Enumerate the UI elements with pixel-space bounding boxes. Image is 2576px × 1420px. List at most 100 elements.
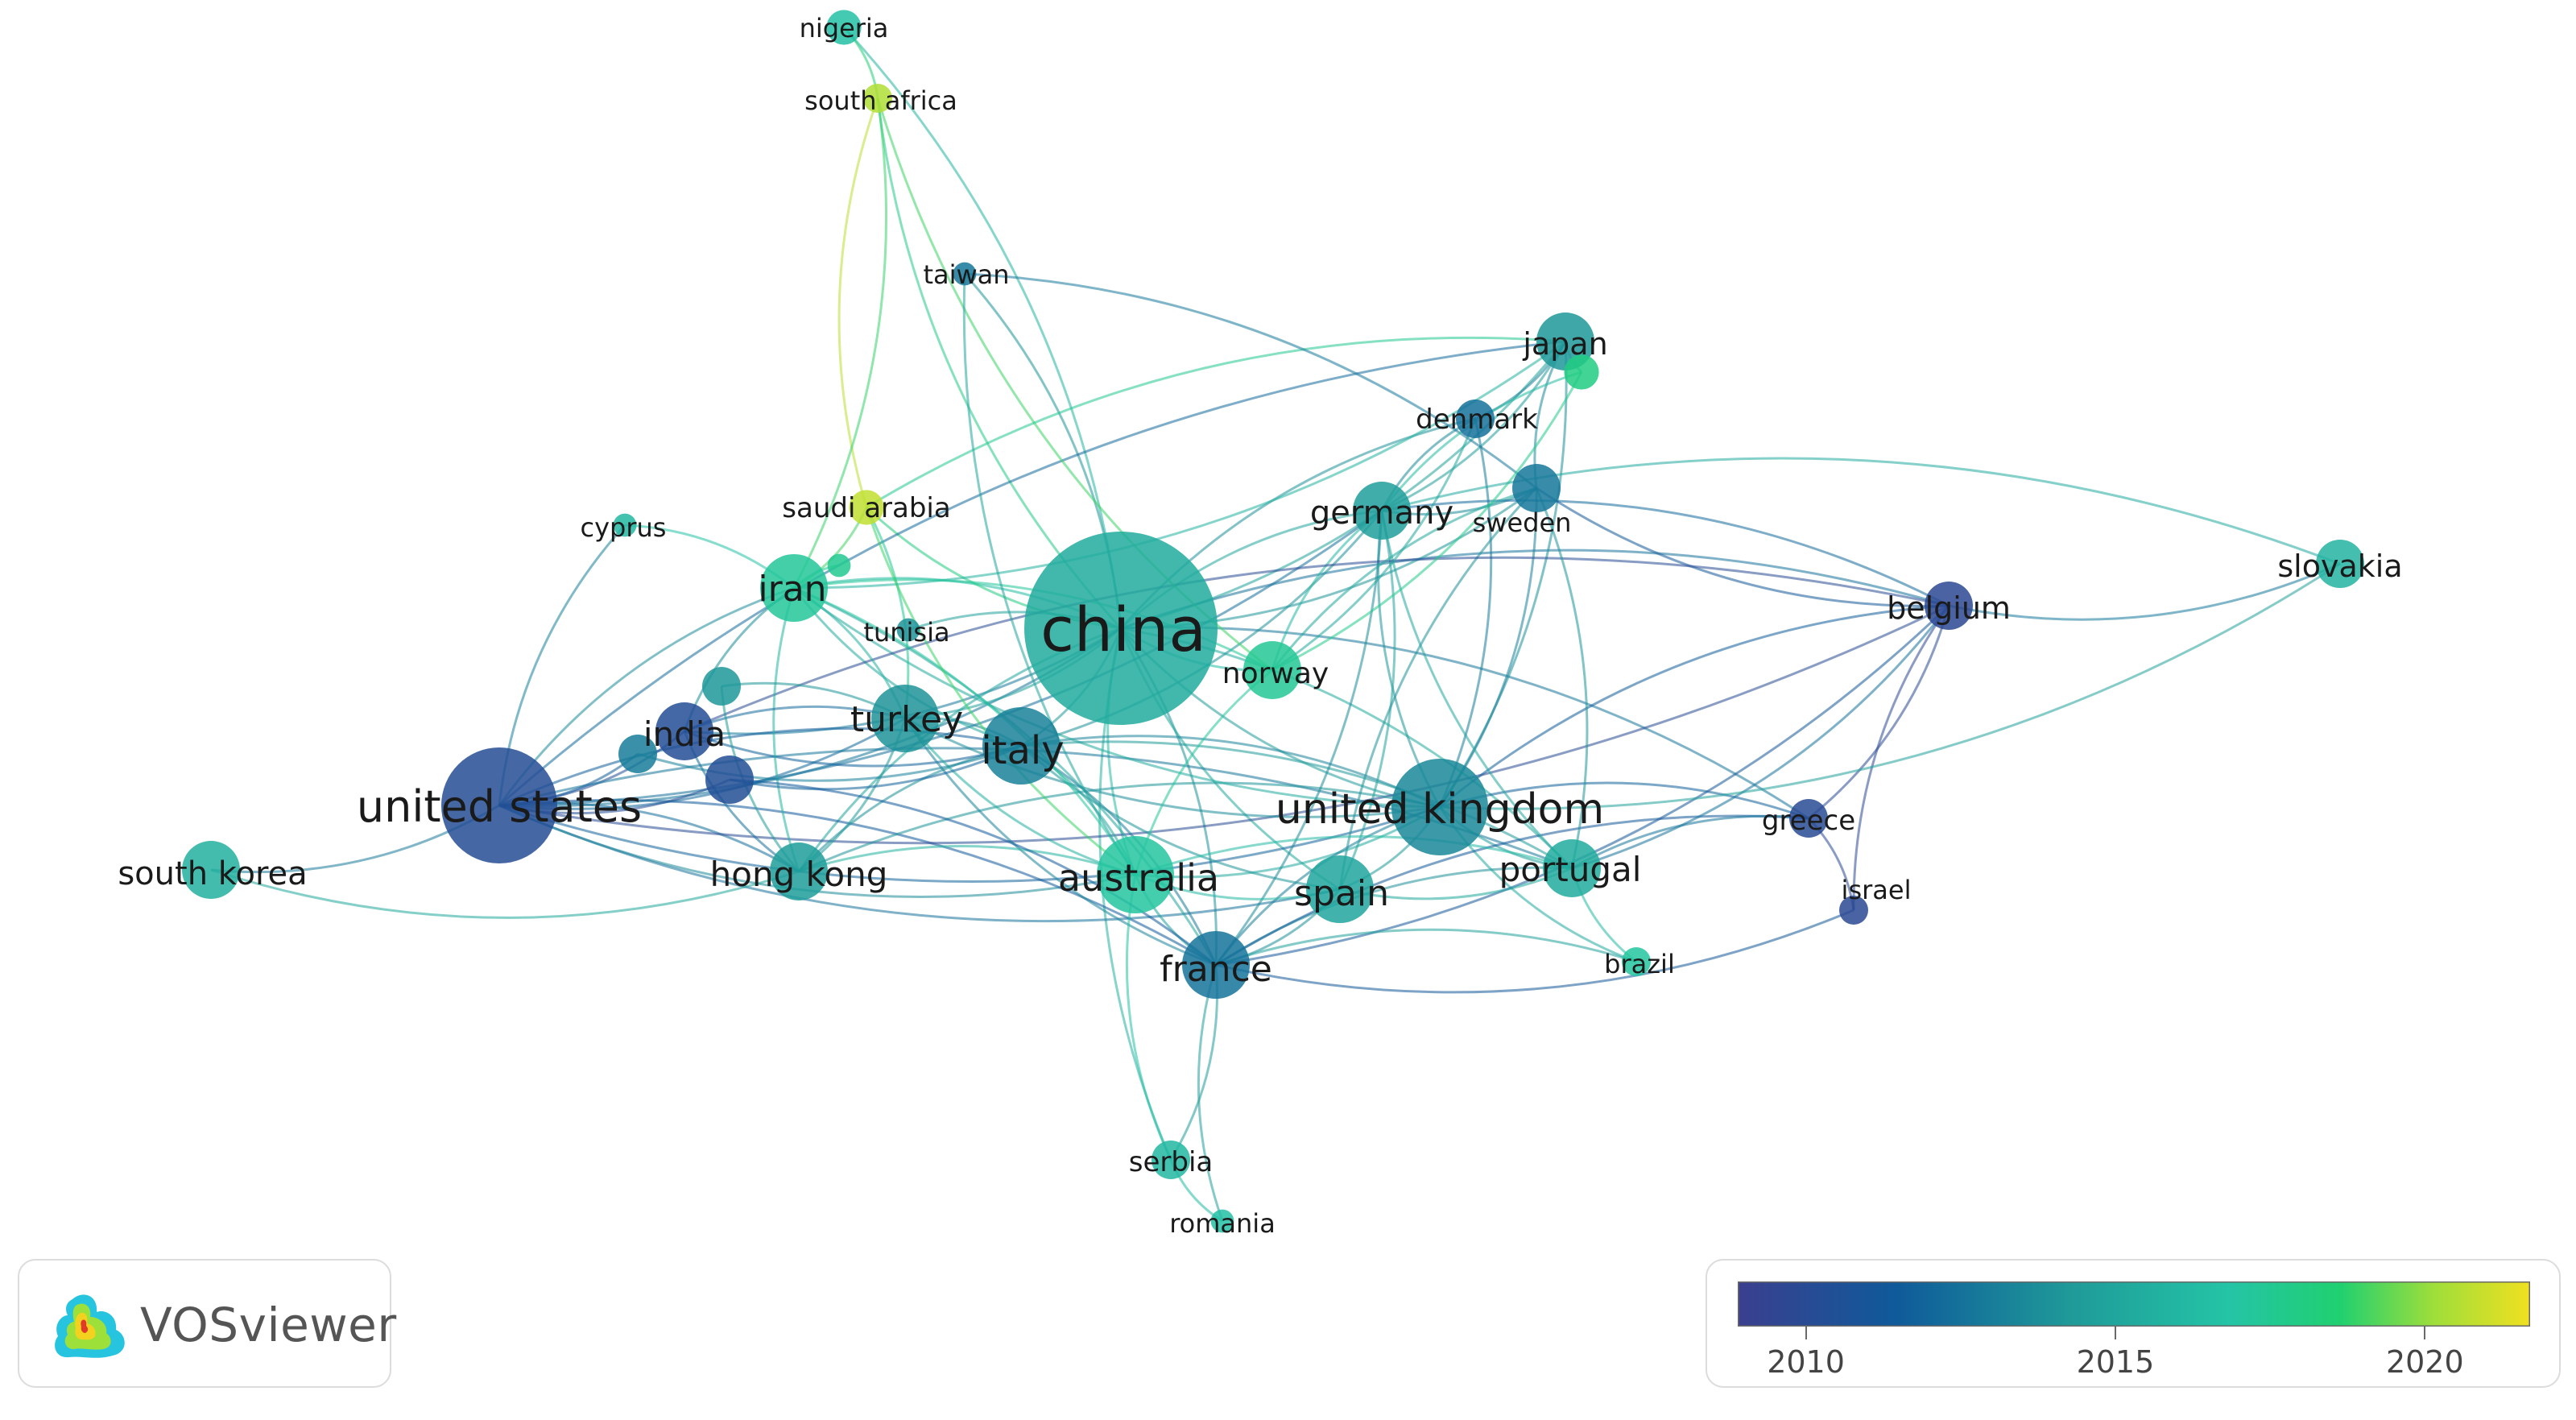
link-taiwan-sweden: [964, 272, 1537, 490]
node-label-spain[interactable]: spain: [1294, 873, 1389, 914]
node-nigeria[interactable]: [826, 10, 862, 45]
node-label-romania[interactable]: romania: [1169, 1208, 1276, 1239]
node-label-hong-kong[interactable]: hong kong: [710, 855, 888, 894]
label-layer: china united states united kingdom italy aus…: [118, 13, 2402, 1239]
node-denmark[interactable]: [1456, 400, 1495, 438]
node-brazil[interactable]: [1622, 947, 1651, 976]
link-taiwan-australia: [962, 273, 1137, 876]
node-label-taiwan[interactable]: taiwan: [923, 259, 1009, 290]
node-united-states[interactable]: [441, 747, 557, 863]
node-slovakia[interactable]: [2316, 540, 2364, 588]
node-iran[interactable]: [760, 554, 828, 622]
node-norway[interactable]: [1243, 641, 1301, 699]
node-label-belgium[interactable]: belgium: [1887, 590, 2011, 626]
node-south-korea[interactable]: [182, 841, 240, 899]
node-australia[interactable]: [1097, 836, 1174, 913]
node-label-south-korea[interactable]: south korea: [118, 855, 307, 892]
node-label-slovakia[interactable]: slovakia: [2277, 549, 2402, 584]
node-node-unlabeled-4[interactable]: [618, 735, 657, 773]
node-node-unlabeled-2[interactable]: [827, 553, 851, 578]
node-china[interactable]: [1024, 532, 1218, 725]
color-legend: 2010 2015 2020: [1706, 1259, 2561, 1388]
node-label-australia[interactable]: australia: [1058, 856, 1219, 900]
node-label-france[interactable]: france: [1160, 949, 1272, 990]
node-label-norway[interactable]: norway: [1222, 657, 1329, 690]
node-label-italy[interactable]: italy: [981, 728, 1064, 773]
node-node-unlabeled-1[interactable]: [1564, 354, 1599, 390]
link-belgium-sweden: [1536, 486, 1950, 607]
node-france[interactable]: [1182, 931, 1250, 999]
link-portugal-germany: [1380, 510, 1573, 870]
link-layer: [210, 26, 2341, 1223]
link-italy-spain: [1019, 744, 1341, 891]
link-slovakia-united-kingdom: [1439, 562, 2341, 810]
node-spain[interactable]: [1306, 855, 1374, 923]
node-belgium[interactable]: [1925, 582, 1973, 630]
node-label-china[interactable]: china: [1040, 594, 1206, 665]
node-united-kingdom[interactable]: [1391, 759, 1488, 855]
node-tunisia[interactable]: [896, 618, 920, 642]
link-denmark-norway: [1271, 418, 1477, 672]
node-sweden[interactable]: [1512, 464, 1561, 512]
link-france-romania: [1197, 964, 1224, 1222]
link-united-kingdom-belgium: [1439, 604, 1950, 809]
node-south-africa[interactable]: [863, 84, 892, 113]
node-label-cyprus[interactable]: cyprus: [581, 512, 667, 543]
node-italy[interactable]: [982, 707, 1060, 785]
node-cyprus[interactable]: [613, 513, 637, 537]
node-node-unlabeled-5[interactable]: [705, 756, 754, 804]
node-saudi-arabia[interactable]: [849, 490, 884, 525]
node-label-brazil[interactable]: brazil: [1604, 949, 1675, 979]
legend-tick-label: 2015: [2076, 1344, 2155, 1380]
node-label-greece[interactable]: greece: [1762, 805, 1855, 837]
node-label-turkey[interactable]: turkey: [850, 699, 963, 740]
node-label-united-states[interactable]: united states: [357, 781, 642, 832]
link-france-belgium: [1215, 604, 1950, 967]
node-hong-kong[interactable]: [770, 842, 828, 900]
link-south-africa-iran: [792, 97, 888, 589]
node-romania[interactable]: [1210, 1209, 1234, 1233]
legend-tick: [2114, 1327, 2116, 1339]
legend-tick: [1805, 1327, 1807, 1339]
node-label-serbia[interactable]: serbia: [1129, 1146, 1213, 1178]
node-label-denmark[interactable]: denmark: [1416, 404, 1538, 436]
node-serbia[interactable]: [1152, 1141, 1190, 1179]
link-portugal-belgium: [1571, 605, 1950, 870]
link-united-kingdom-iran: [793, 586, 1441, 809]
legend-tick-label: 2020: [2385, 1344, 2464, 1380]
node-label-south-africa[interactable]: south africa: [804, 85, 957, 116]
node-label-germany[interactable]: germany: [1310, 495, 1453, 532]
link-belgium-india: [684, 556, 1950, 733]
link-australia-portugal: [1135, 835, 1573, 876]
link-china-greece: [1120, 626, 1809, 820]
node-label-sweden[interactable]: sweden: [1473, 507, 1572, 538]
node-portugal[interactable]: [1543, 839, 1601, 897]
link-iran-hong-kong: [772, 587, 800, 872]
node-label-united-kingdom[interactable]: united kingdom: [1276, 785, 1604, 834]
link-united-states-japan: [498, 340, 1566, 807]
link-united-kingdom-italy: [1020, 735, 1441, 809]
node-turkey[interactable]: [871, 685, 939, 752]
node-india[interactable]: [655, 702, 713, 760]
node-germany[interactable]: [1353, 482, 1411, 540]
legend-tick-label: 2010: [1767, 1344, 1845, 1380]
node-node-unlabeled-3[interactable]: [702, 667, 741, 706]
link-france-greece: [1215, 814, 1809, 967]
link-japan-iran: [793, 340, 1566, 590]
node-label-saudi-arabia[interactable]: saudi arabia: [782, 492, 950, 524]
node-taiwan[interactable]: [953, 262, 977, 286]
node-label-israel[interactable]: israel: [1842, 875, 1912, 905]
link-australia-hong-kong: [798, 845, 1136, 876]
node-label-tunisia[interactable]: tunisia: [863, 617, 949, 648]
node-greece[interactable]: [1789, 799, 1828, 838]
node-label-india[interactable]: india: [643, 714, 726, 754]
node-label-portugal[interactable]: portugal: [1499, 850, 1642, 889]
link-belgium-israel: [1852, 605, 1950, 911]
node-label-japan[interactable]: japan: [1522, 326, 1607, 362]
link-saudi-arabia-australia: [865, 507, 1136, 876]
node-israel[interactable]: [1839, 896, 1868, 925]
legend-color-bar: [1738, 1281, 2530, 1327]
node-label-iran[interactable]: iran: [758, 569, 826, 610]
node-label-nigeria[interactable]: nigeria: [800, 13, 889, 43]
